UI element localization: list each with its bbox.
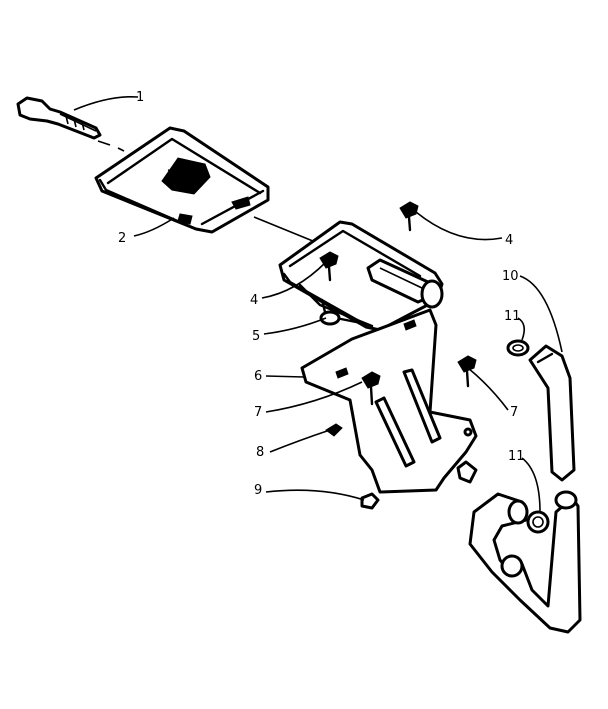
- callout-2: 2: [118, 231, 126, 246]
- callout-10: 10: [502, 269, 519, 284]
- lower-u-hose: [468, 490, 582, 634]
- part-11-clamp-lower: [526, 510, 550, 534]
- callout-7-right: 7: [510, 405, 518, 420]
- callout-5: 5: [252, 329, 260, 344]
- part-9-nut: [360, 492, 380, 510]
- callout-4-mid: 4: [250, 293, 258, 308]
- screw-7-left: [361, 371, 381, 406]
- part-8-clip: [325, 423, 343, 437]
- callout-6: 6: [254, 369, 262, 384]
- callout-8: 8: [256, 445, 264, 460]
- part-2-filter-cartridge: [94, 126, 270, 234]
- part-6-bracket: [300, 308, 478, 494]
- part-5-washer: [319, 310, 341, 326]
- screw-7-right: [457, 355, 477, 388]
- callout-1: 1: [136, 90, 144, 105]
- part-10-hose-upper: [528, 344, 576, 482]
- screw-4-mid: [319, 251, 339, 282]
- callout-11-lower: 11: [508, 449, 525, 464]
- callout-9: 9: [254, 483, 262, 498]
- callout-4-top: 4: [505, 233, 513, 248]
- callout-11-upper: 11: [504, 309, 521, 324]
- callout-7-left: 7: [254, 405, 262, 420]
- leader-lines: [73, 95, 563, 513]
- filter-head: [278, 220, 444, 332]
- screw-4-top: [399, 201, 419, 232]
- part-1-handle: [16, 96, 102, 140]
- part-11-clamp-upper: [506, 339, 530, 357]
